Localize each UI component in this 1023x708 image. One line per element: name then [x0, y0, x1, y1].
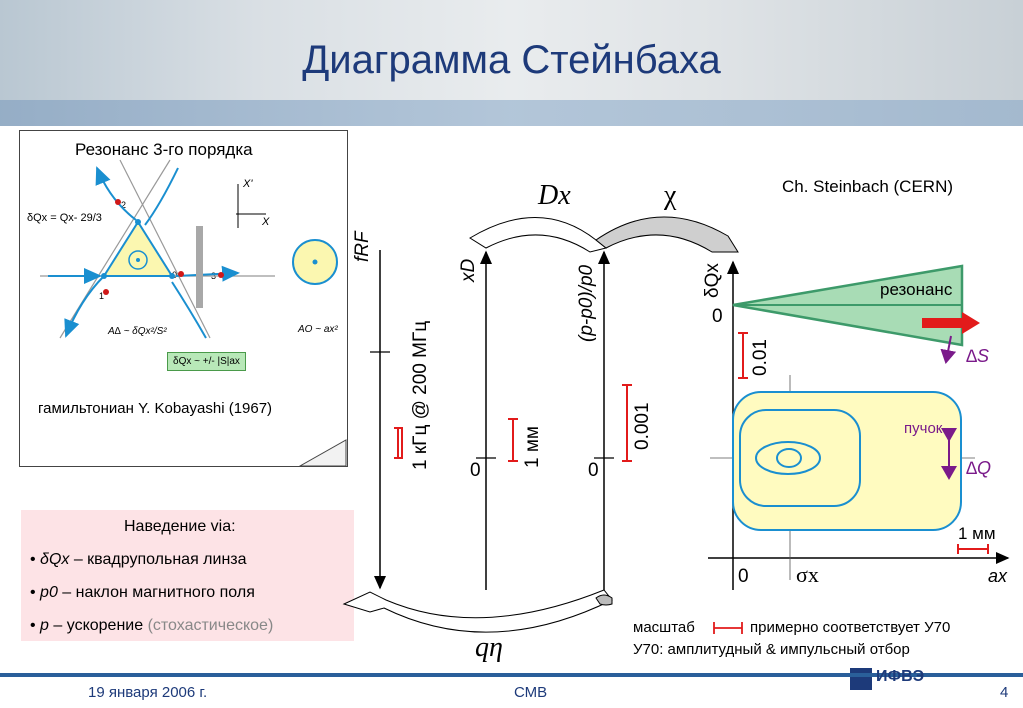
resonance-inset-card	[19, 130, 348, 467]
freq-label: 1 кГц @ 200 МГц	[410, 320, 431, 470]
transfer-arrows	[342, 216, 739, 633]
xd-label: xD	[458, 258, 479, 282]
guidance-item-2: • p0 – наклон магнитного поля	[30, 584, 255, 601]
card-curl	[298, 439, 347, 467]
footer-page-number: 4	[1000, 684, 1009, 701]
footer-date: 19 января 2006 г.	[88, 684, 208, 701]
credit-label: Ch. Steinbach (CERN)	[782, 177, 954, 196]
u70-note: У70: амплитудный & импульсный отбор	[633, 641, 910, 658]
inset-axis-x: X	[262, 216, 270, 228]
frf-label: fRF	[352, 231, 373, 262]
zero-dqx: 0	[712, 306, 723, 327]
scale-legend-bracket	[713, 622, 743, 634]
beam-label: пучок	[904, 420, 943, 437]
frf-axis	[370, 250, 403, 590]
inset-axis-xprime: X'	[243, 178, 253, 190]
mm-label: 1 мм	[522, 426, 543, 468]
footer-center: СМВ	[514, 684, 548, 701]
scale-001-bracket	[738, 332, 748, 379]
scale-legend-prefix: масштаб	[633, 619, 695, 636]
inset-dq-box: δQx ~ +/- |S|ax	[167, 352, 246, 371]
v001-label: 0.001	[632, 402, 653, 450]
chi-label: χ	[664, 180, 677, 211]
inset-title: Резонанс 3-го порядка	[75, 140, 253, 159]
resonance-wedge	[732, 264, 980, 364]
ax-label: ax	[988, 566, 1008, 586]
inset-point-1: 1	[99, 291, 105, 301]
zero-origin: 0	[738, 566, 749, 587]
inset-eq-dq: δQx = Qx- 29/3	[27, 212, 102, 224]
header-banner	[0, 0, 1023, 126]
guidance-box	[21, 510, 354, 641]
guidance-item-1: • δQx – квадрупольная линза	[30, 551, 247, 568]
scale-legend-text: примерно соответствует У70	[750, 619, 951, 636]
resonance-label: резонанс	[880, 280, 953, 299]
v01-label: 0.01	[750, 339, 771, 376]
footer-rule	[0, 673, 1023, 677]
footer-logo-text: ИФВЭ	[876, 668, 925, 685]
inset-resonance-sketch	[40, 159, 338, 339]
guidance-title: Наведение via:	[124, 518, 236, 535]
beam-contours	[732, 391, 962, 531]
dqx-label: δQx	[702, 263, 723, 298]
xd-axis	[476, 250, 518, 590]
inset-area-delta: A∆ ~ δQx²/S²	[108, 326, 167, 337]
dq-label: ∆Q	[966, 458, 992, 478]
header-band	[0, 100, 1023, 126]
inset-caption: гамильтониан Y. Kobayashi (1967)	[38, 400, 273, 417]
scale-1mm-bracket	[957, 544, 989, 554]
inset-point-2: 2	[121, 200, 127, 210]
momentum-label: (p-p0)/p0	[576, 264, 597, 342]
momentum-axis	[594, 250, 632, 590]
dx-label: Dx	[538, 180, 571, 211]
ds-label: ∆S	[966, 346, 990, 366]
guidance-item-3: • p – ускорение (стохастическое)	[30, 617, 274, 634]
qeta-label: qη	[475, 632, 503, 663]
zero-xd: 0	[470, 460, 481, 481]
slide-title: Диаграмма Стейнбаха	[302, 38, 721, 82]
mm1b-label: 1 мм	[958, 524, 996, 543]
zero-momentum: 0	[588, 460, 599, 481]
logo-mark	[850, 668, 872, 690]
sigma-label: σx	[796, 562, 819, 587]
inset-area-o: AO ~ ax²	[298, 324, 338, 335]
